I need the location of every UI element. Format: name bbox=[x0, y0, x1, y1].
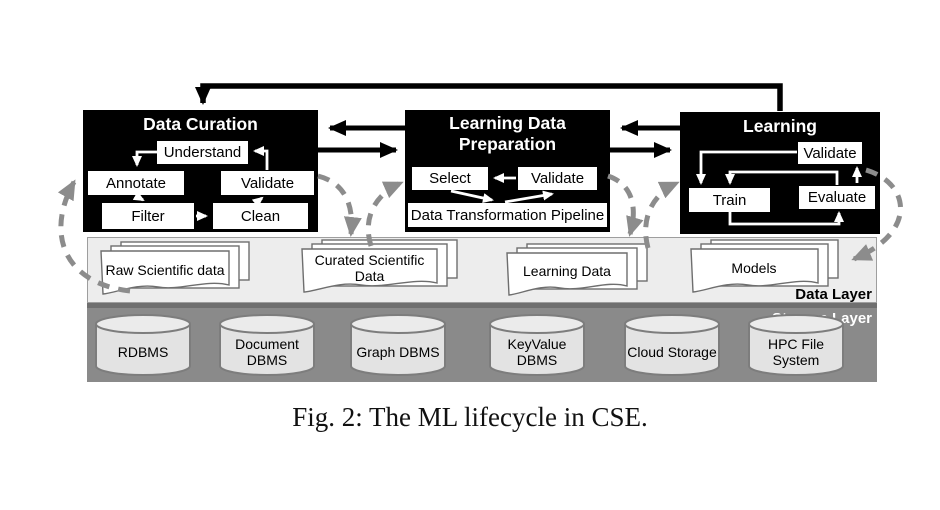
dashed-arrow-learning-to-models bbox=[851, 167, 903, 262]
node-understand: Understand bbox=[157, 141, 248, 164]
storage-layer-band bbox=[87, 308, 877, 382]
arrow-pipeline-to-validate bbox=[504, 190, 554, 204]
arrow-understand-to-annotate bbox=[132, 150, 158, 167]
stage-title-learning-data-preparation: Learning Data Preparation bbox=[449, 113, 566, 154]
database-document-dbms: Document DBMS bbox=[217, 312, 317, 378]
database-cylinder-icon bbox=[748, 314, 844, 376]
figure-caption: Fig. 2: The ML lifecycle in CSE. bbox=[292, 402, 648, 432]
database-cylinder-icon bbox=[489, 314, 585, 376]
arrow-select-to-pipeline bbox=[450, 189, 494, 203]
document-stack-icon bbox=[301, 239, 458, 293]
dashed-arrow-curation-to-curated-data bbox=[317, 173, 362, 237]
database-keyvalue-dbms: KeyValue DBMS bbox=[487, 312, 587, 378]
database-cylinder-icon bbox=[350, 314, 446, 376]
node-validate-curation: Validate bbox=[221, 171, 314, 195]
document-stack-learning-data: Learning Data bbox=[506, 243, 648, 299]
node-train: Train bbox=[689, 188, 770, 212]
arrow-evaluate-to-train bbox=[725, 170, 839, 185]
node-select: Select bbox=[412, 167, 488, 190]
document-stack-icon bbox=[100, 241, 250, 295]
stack-label: Learning Data bbox=[523, 263, 611, 280]
document-stack-models: Models bbox=[690, 239, 840, 297]
cylinder-label: HPC File System bbox=[767, 335, 824, 368]
node-annotate: Annotate bbox=[88, 171, 184, 195]
database-rdbms: RDBMS bbox=[93, 312, 193, 378]
database-hpc-file-system: HPC File System bbox=[746, 312, 846, 378]
node-filter: Filter bbox=[102, 203, 194, 229]
arrow-train-to-evaluate bbox=[728, 211, 844, 226]
node-evaluate: Evaluate bbox=[799, 186, 875, 209]
arrow-clean-to-validate bbox=[251, 196, 264, 208]
document-stack-raw-scientific-data: Raw Scientific data bbox=[100, 241, 250, 299]
dashed-arrow-preparation-to-learning-data bbox=[607, 173, 644, 237]
stack-label: Curated Scientific Data bbox=[314, 252, 425, 284]
stack-label: Raw Scientific data bbox=[105, 262, 225, 279]
document-stack-curated-scientific-data: Curated Scientific Data bbox=[301, 239, 459, 299]
stage-title-data-curation: Data Curation bbox=[143, 114, 258, 134]
dashed-arrow-learning-data-to-learning bbox=[643, 180, 680, 249]
database-graph-dbms: Graph DBMS bbox=[348, 312, 448, 378]
cylinder-label: Graph DBMS bbox=[356, 343, 440, 360]
data-layer-label: Data Layer bbox=[795, 286, 872, 303]
arrow-validate-to-understand bbox=[253, 146, 269, 170]
database-cylinder-icon bbox=[219, 314, 315, 376]
cylinder-label: Cloud Storage bbox=[627, 343, 717, 360]
dashed-arrow-curated-data-to-preparation bbox=[365, 180, 404, 247]
arrow-annotate-to-filter bbox=[132, 191, 145, 202]
feedback-arrow-learning-to-curation bbox=[195, 83, 783, 111]
arrow-validate-to-train bbox=[696, 150, 797, 185]
layer-divider bbox=[87, 303, 877, 308]
node-validate-learning: Validate bbox=[798, 142, 862, 164]
database-cylinder-icon bbox=[95, 314, 191, 376]
stage-title-learning: Learning bbox=[743, 116, 817, 136]
cylinder-label: RDBMS bbox=[117, 343, 169, 360]
database-cloud-storage: Cloud Storage bbox=[622, 312, 722, 378]
database-cylinder-icon bbox=[624, 314, 720, 376]
stack-label: Models bbox=[731, 260, 777, 277]
node-data-transformation-pipeline: Data Transformation Pipeline bbox=[408, 203, 607, 227]
document-stack-icon bbox=[690, 239, 839, 293]
node-validate-preparation: Validate bbox=[518, 167, 597, 190]
document-stack-icon bbox=[506, 243, 648, 296]
cylinder-label: Document DBMS bbox=[235, 335, 299, 368]
cylinder-label: KeyValue DBMS bbox=[507, 335, 567, 368]
dashed-arrow-raw-data-to-curation bbox=[57, 179, 131, 294]
